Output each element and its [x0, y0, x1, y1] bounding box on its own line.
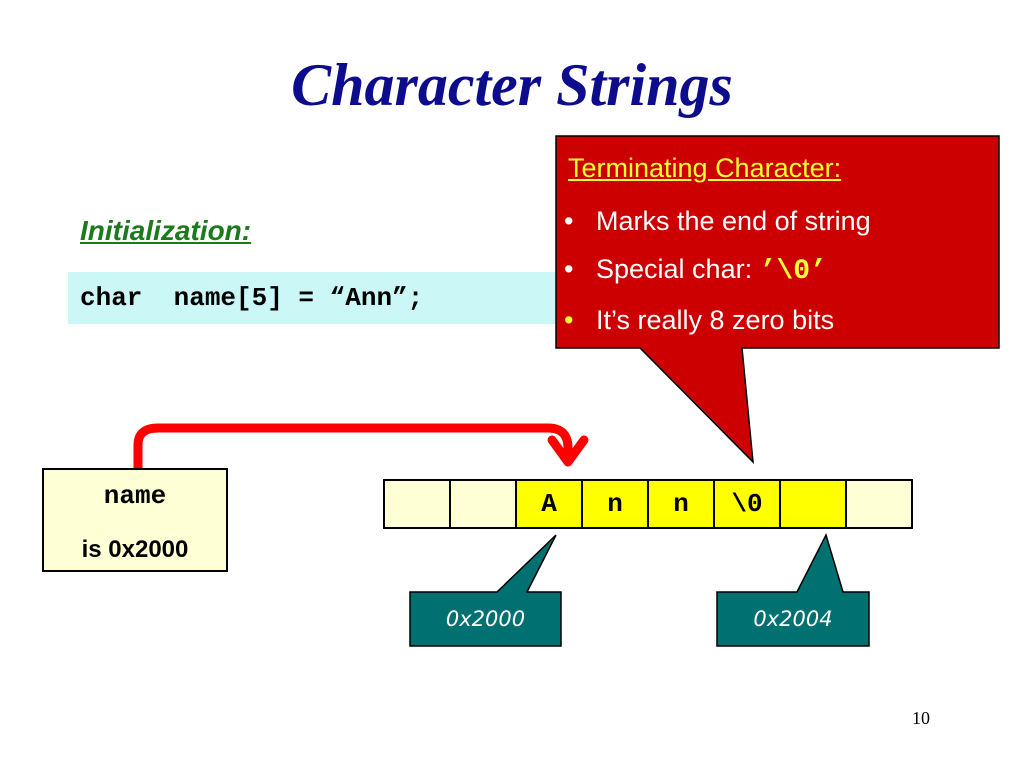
code-band [68, 272, 558, 324]
callout-bullet-1: • Marks the end of string [564, 203, 871, 239]
memory-cell: \0 [713, 479, 781, 529]
memory-cell [845, 479, 913, 529]
bullet-dot: • [564, 206, 574, 236]
initialization-label: Initialization: [80, 215, 252, 246]
callout-bullet-3: • It’s really 8 zero bits [564, 302, 834, 338]
memory-cell: n [581, 479, 649, 529]
page-number: 10 [912, 708, 930, 728]
memory-cells: A n n \0 [383, 479, 913, 529]
pointer-arrowhead [547, 435, 589, 467]
code-line: char name[5] = “Ann”; [80, 283, 424, 313]
callout-title: Terminating Character: [568, 153, 842, 183]
bullet-text: Special char: [596, 254, 760, 284]
callout-bullet-2: • Special char: ’\0’ [564, 251, 827, 290]
memory-cell: A [515, 479, 583, 529]
address-label-0x2000: 0x2000 [445, 607, 526, 631]
bullet-dot: • [564, 305, 574, 335]
memory-cell [449, 479, 517, 529]
bullet-dot: • [564, 254, 574, 284]
callout-shape [555, 135, 1000, 465]
address-callout-0x2004 [716, 532, 870, 647]
bullet-text: It’s really 8 zero bits [596, 305, 835, 335]
address-label-0x2004: 0x2004 [753, 607, 833, 631]
memory-cell [779, 479, 847, 529]
pointer-variable-value: is 0x2000 [81, 536, 189, 563]
pointer-arrow [133, 423, 573, 475]
null-char-code: ’\0’ [759, 256, 827, 287]
bullet-text: Marks the end of string [596, 206, 871, 236]
pointer-variable-name: name [103, 481, 167, 511]
memory-cell: n [647, 479, 715, 529]
slide-title: Character Strings [291, 52, 733, 118]
pointer-variable-box [42, 468, 228, 572]
memory-cell [383, 479, 451, 529]
address-callout-0x2000 [409, 534, 562, 647]
